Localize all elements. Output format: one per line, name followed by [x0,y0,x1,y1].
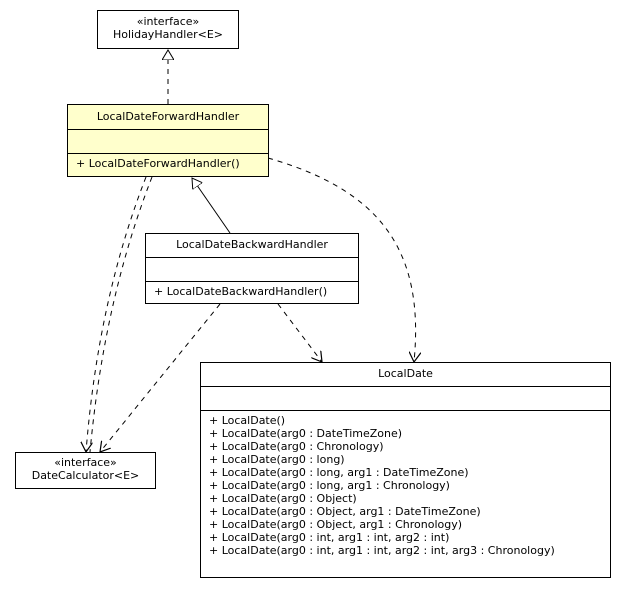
generalization-backward-forward [192,178,231,234]
dependency-forward-localdate [267,157,416,362]
class-name: LocalDateBackwardHandler [176,238,328,251]
operation: + LocalDate(arg0 : long, arg1 : Chronolo… [209,479,450,492]
operation: + LocalDate(arg0 : Object, arg1 : DateTi… [209,505,481,518]
stereotype-label: «interface» [136,15,200,28]
class-name: HolidayHandler<E> [112,28,224,41]
class-local-date-backward-handler[interactable]: LocalDateBackwardHandler + LocalDateBack… [145,233,359,304]
operations-section: + LocalDateBackwardHandler() [146,281,358,298]
operation: + LocalDate(arg0 : long, arg1 : DateTime… [209,466,469,479]
class-local-date-forward-handler[interactable]: LocalDateForwardHandler + LocalDateForwa… [67,104,269,177]
class-holiday-handler[interactable]: «interface» HolidayHandler<E> [97,10,239,49]
attributes-section [146,257,358,281]
dependency-forward-datecalculator-2 [89,176,153,453]
operation: + LocalDate() [209,414,286,427]
operation: + LocalDate(arg0 : Object, arg1 : Chrono… [209,518,463,531]
operation: + LocalDate(arg0 : DateTimeZone) [209,427,403,440]
class-name: LocalDate [378,367,433,380]
class-name: DateCalculator<E> [31,469,140,482]
operation: + LocalDate(arg0 : int, arg1 : int, arg2… [209,544,555,557]
class-name: LocalDateForwardHandler [96,110,240,123]
dependency-forward-datecalculator-1 [86,176,147,452]
operations-section: + LocalDate() + LocalDate(arg0 : DateTim… [201,410,610,557]
attributes-section [201,386,610,410]
class-date-calculator[interactable]: «interface» DateCalculator<E> [15,452,156,489]
operation: + LocalDateForwardHandler() [76,157,240,170]
attributes-section [68,129,268,153]
operation: + LocalDate(arg0 : int, arg1 : int, arg2… [209,531,450,544]
operation: + LocalDate(arg0 : long) [209,453,345,466]
dependency-backward-datecalculator [100,303,221,452]
dependency-backward-localdate [277,303,322,362]
operation: + LocalDate(arg0 : Chronology) [209,440,384,453]
operation: + LocalDate(arg0 : Object) [209,492,357,505]
stereotype-label: «interface» [54,456,117,469]
operation: + LocalDateBackwardHandler() [154,285,328,298]
class-local-date[interactable]: LocalDate + LocalDate() + LocalDate(arg0… [200,362,611,578]
operations-section: + LocalDateForwardHandler() [68,153,268,170]
